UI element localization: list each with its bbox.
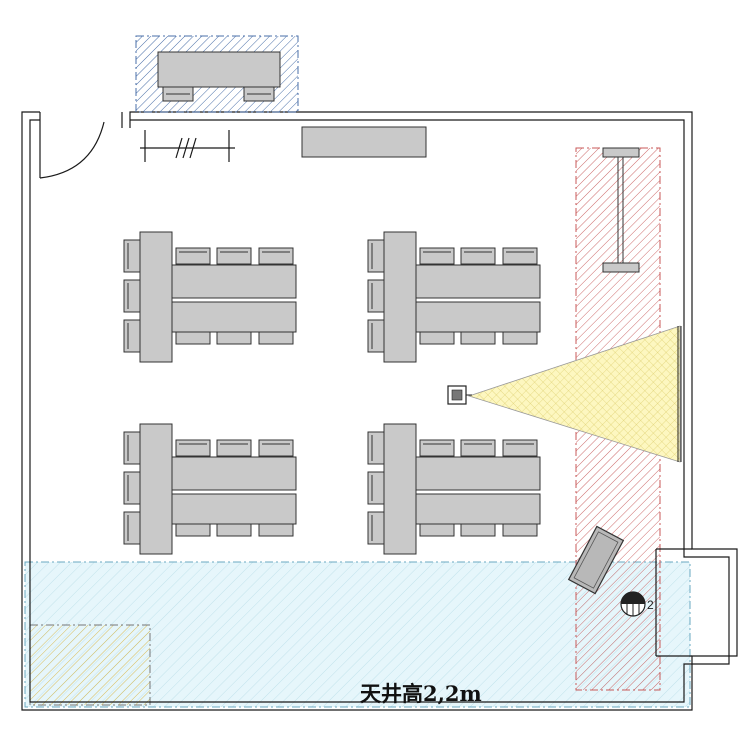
round-fixture: 2 <box>620 591 654 617</box>
bench-outside <box>157 51 281 102</box>
table-group-bottom-left <box>123 423 297 555</box>
chair <box>367 239 385 273</box>
table-group-top-right <box>367 231 541 363</box>
table-top <box>171 493 297 525</box>
chair <box>123 319 141 353</box>
chair <box>123 471 141 505</box>
wall-cabinet <box>301 126 427 158</box>
chair <box>216 247 252 265</box>
table-group-bottom-right <box>367 423 541 555</box>
chair <box>216 439 252 457</box>
chair <box>460 247 496 265</box>
chair <box>460 439 496 457</box>
table-top <box>415 456 541 491</box>
chair <box>419 247 455 265</box>
chair <box>123 239 141 273</box>
table-top <box>415 264 541 299</box>
chair <box>502 247 538 265</box>
chair <box>367 431 385 465</box>
hanger-rack-right <box>602 147 640 273</box>
chair <box>367 319 385 353</box>
fixture-number: 2 <box>647 598 654 612</box>
chair <box>123 431 141 465</box>
chair <box>123 279 141 313</box>
projection-cone <box>467 325 681 463</box>
chair <box>258 247 294 265</box>
table-top <box>415 301 541 333</box>
table-end <box>383 423 417 555</box>
table-top <box>171 264 297 299</box>
zone-bottom-left-yellow <box>29 624 151 706</box>
chair <box>367 471 385 505</box>
projector <box>447 385 472 405</box>
table-end <box>139 231 173 363</box>
table-groups <box>123 231 541 555</box>
chair <box>502 439 538 457</box>
table-group-top-left <box>123 231 297 363</box>
table-end <box>383 231 417 363</box>
projection-screen <box>677 326 685 462</box>
chair <box>419 439 455 457</box>
entrance-door <box>39 121 105 179</box>
ceiling-height-label: 天井高2,2m <box>360 681 482 706</box>
chair <box>367 511 385 545</box>
table-top <box>171 456 297 491</box>
table-end <box>139 423 173 555</box>
chair <box>123 511 141 545</box>
chair <box>175 439 211 457</box>
coat-rack <box>140 130 235 162</box>
table-top <box>415 493 541 525</box>
chair <box>258 439 294 457</box>
table-top <box>171 301 297 333</box>
chair <box>367 279 385 313</box>
chair <box>175 247 211 265</box>
tilted-cabinet <box>567 525 625 595</box>
